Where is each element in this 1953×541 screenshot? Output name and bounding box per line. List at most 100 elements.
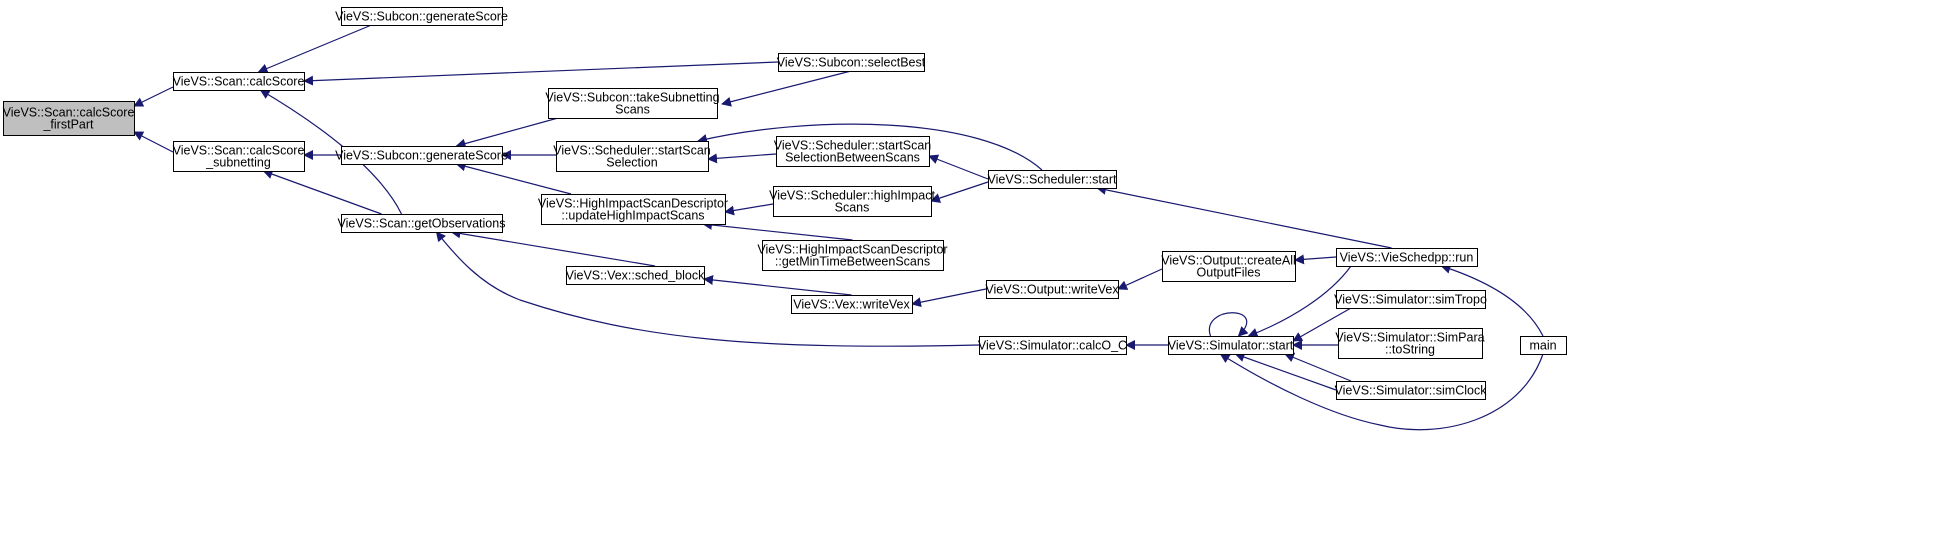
node-updHI[interactable]: VieVS::HighImpactScanDescriptor::updateH… (538, 194, 728, 225)
edge-line (724, 203, 774, 216)
node-first[interactable]: VieVS::Scan::calcScore_firstPart (3, 101, 135, 136)
edge-line (1117, 268, 1163, 290)
node-box (778, 53, 925, 72)
node-box (773, 186, 932, 217)
node-label: VieVS::Scan::calcScore (173, 144, 305, 158)
edge-line (262, 169, 382, 215)
node-label: SelectionBetweenScans (785, 151, 920, 165)
node-label: VieVS::Subcon::generateScore (335, 10, 508, 24)
edge-highImp-to-updHI (724, 203, 774, 216)
node-label: OutputFiles (1197, 266, 1261, 280)
edge-line (435, 231, 980, 347)
node-schedBlock[interactable]: VieVS::Vex::sched_block (566, 266, 705, 285)
node-calcScore[interactable]: VieVS::Scan::calcScore (173, 72, 305, 91)
node-label: VieVS::Output::writeVex (985, 283, 1119, 297)
edge-calcScore-to-first (133, 86, 174, 107)
edge-schedStart-to-startSel (697, 123, 1043, 171)
node-label: VieVS::HighImpactScanDescriptor (538, 197, 728, 211)
edge-main-to-simStart (1219, 353, 1544, 431)
node-label: VieVS::Simulator::calcO_C (978, 339, 1127, 353)
edge-getObs-to-calcSub (262, 169, 382, 215)
node-box (1336, 248, 1478, 267)
edges (133, 24, 1544, 431)
edge-simClock-to-simStart-2 (1234, 352, 1337, 391)
node-getMin[interactable]: VieVS::HighImpactScanDescriptor::getMinT… (757, 240, 948, 271)
node-simTropo[interactable]: VieVS::Simulator::simTropo (1334, 290, 1487, 309)
node-label: _subnetting (205, 156, 271, 170)
node-simPara[interactable]: VieVS::Simulator::SimPara::toString (1335, 328, 1485, 359)
node-genMid[interactable]: VieVS::Subcon::generateScore (335, 146, 508, 165)
nodes: VieVS::Scan::calcScore_firstPartVieVS::S… (3, 7, 1567, 400)
node-startBetw[interactable]: VieVS::Scheduler::startScanSelectionBetw… (774, 136, 932, 167)
edge-line (1440, 264, 1544, 337)
edge-createAll-to-outWriteVex (1117, 268, 1163, 290)
node-label: ::toString (1385, 343, 1435, 357)
node-label: VieVS::Output::createAll (1161, 254, 1296, 268)
edge-main-to-vieRun (1440, 264, 1544, 337)
node-box (341, 7, 503, 26)
node-box (986, 280, 1119, 299)
edge-line (1219, 353, 1544, 431)
node-box (556, 141, 709, 172)
edge-getMin-to-updHI (702, 219, 853, 241)
edge-line (697, 123, 1043, 171)
node-selBest[interactable]: VieVS::Subcon::selectBest (777, 53, 926, 72)
edge-vieRun-to-schedStart (1096, 184, 1392, 249)
node-main[interactable]: main (1520, 336, 1567, 355)
node-label: VieVS::Simulator::SimPara (1335, 331, 1484, 345)
node-box (791, 295, 913, 314)
node-calcSub[interactable]: VieVS::Scan::calcScore_subnetting (173, 141, 305, 172)
edge-line (1292, 307, 1352, 342)
node-box (1336, 290, 1486, 309)
node-box (566, 266, 705, 285)
edge-simStart-self-loop (1208, 312, 1249, 337)
node-box (776, 136, 930, 167)
edge-line (703, 274, 852, 296)
edge-line (303, 61, 779, 86)
node-label: VieVS::Scan::calcScore (173, 75, 305, 89)
node-box (979, 336, 1127, 355)
node-writeVexV[interactable]: VieVS::Vex::writeVex (791, 295, 913, 314)
node-simClock[interactable]: VieVS::Simulator::simClock (1335, 381, 1488, 400)
edge-vieRun-to-simStart (1247, 265, 1352, 338)
node-simStart[interactable]: VieVS::Simulator::start (1168, 336, 1294, 355)
node-label: ::getMinTimeBetweenScans (775, 255, 930, 269)
edge-line (928, 154, 989, 180)
edge-line (133, 86, 174, 107)
node-label: ::updateHighImpactScans (561, 209, 704, 223)
node-box (1336, 381, 1486, 400)
node-box (1520, 336, 1567, 355)
node-box (762, 240, 944, 271)
edge-updHI-to-genMid (455, 161, 572, 195)
edge-line (257, 24, 372, 74)
edge-startBetw-to-startSel (707, 153, 777, 164)
node-label: VieVS::VieSchedpp::run (1340, 251, 1474, 265)
node-box (341, 214, 503, 233)
edge-selBest-to-calcScore (303, 61, 779, 86)
edge-line (1247, 265, 1352, 338)
node-vieRun[interactable]: VieVS::VieSchedpp::run (1336, 248, 1478, 267)
edge-outWriteVex-to-writeVexV (911, 288, 987, 308)
node-genTop[interactable]: VieVS::Subcon::generateScore (335, 7, 508, 26)
edge-line (911, 288, 987, 308)
node-label: VieVS::Simulator::simClock (1335, 384, 1488, 398)
edge-line (1284, 352, 1352, 382)
edge-vieRun-to-createAll (1294, 254, 1337, 265)
node-calcOC[interactable]: VieVS::Simulator::calcO_C (978, 336, 1127, 355)
node-label: Scans (615, 103, 650, 117)
node-schedStart[interactable]: VieVS::Scheduler::start (987, 170, 1117, 189)
node-box (3, 101, 135, 136)
edge-line (1234, 352, 1337, 391)
node-label: VieVS::Scheduler::startScan (774, 139, 932, 153)
node-outWriteVex[interactable]: VieVS::Output::writeVex (985, 280, 1119, 299)
node-label: VieVS::HighImpactScanDescriptor (757, 243, 947, 257)
edge-calcSub-to-first (133, 131, 174, 153)
node-getObs[interactable]: VieVS::Scan::getObservations (338, 214, 506, 233)
edge-calcOC-to-getObs (435, 231, 980, 347)
node-label: VieVS::Scheduler::start (987, 173, 1117, 187)
